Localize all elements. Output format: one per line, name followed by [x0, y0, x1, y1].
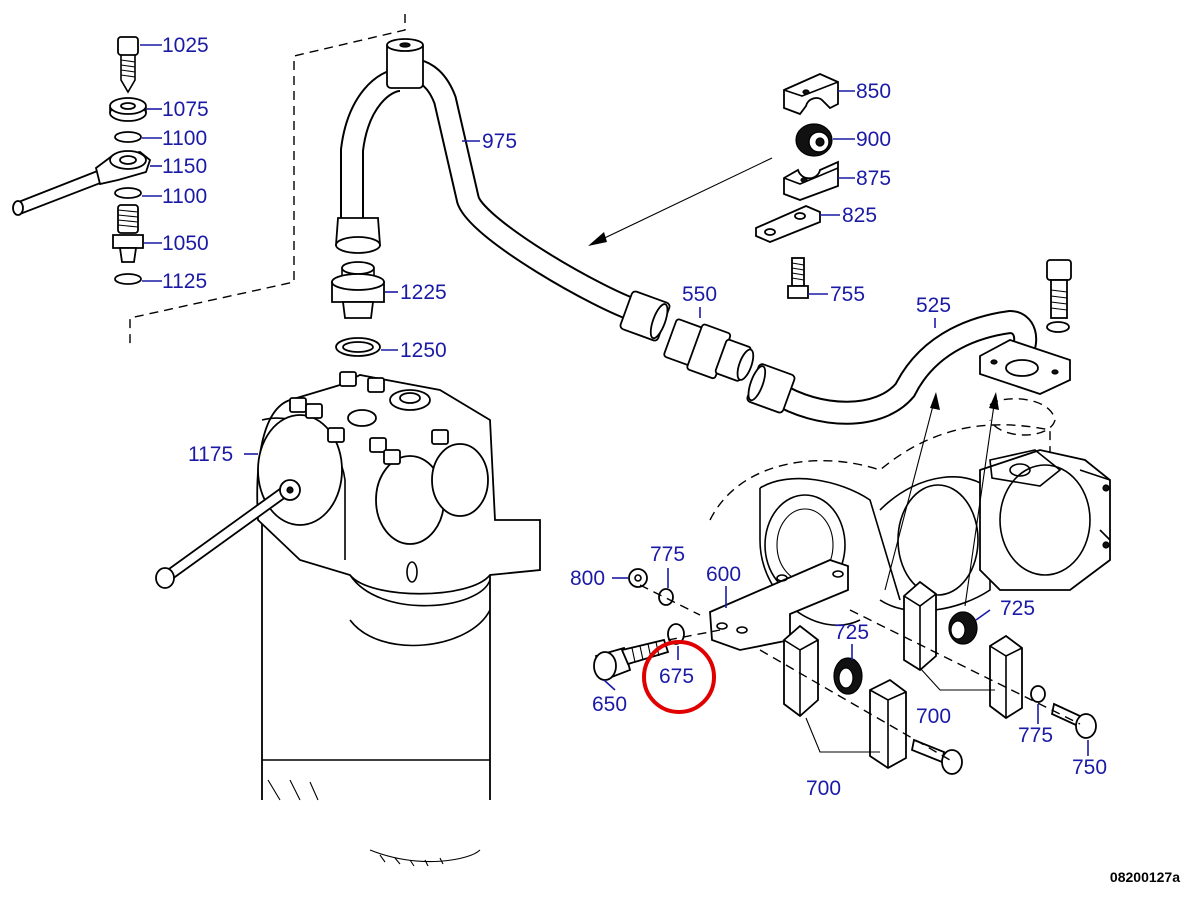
bracket-600-drawing	[709, 559, 849, 651]
fitting-550-drawing	[663, 318, 755, 382]
direction-arrows-525	[884, 392, 999, 607]
filter-1175-drawing	[155, 371, 541, 867]
label-700-b[interactable]: 700	[806, 777, 842, 800]
label-875[interactable]: 875	[856, 167, 892, 190]
label-1250[interactable]: 1250	[400, 339, 447, 362]
grommet-725-right-drawing	[948, 611, 978, 645]
bolt-750-right-drawing	[1050, 702, 1097, 739]
label-1150[interactable]: 1150	[162, 155, 208, 178]
adapter-1225-drawing	[331, 261, 385, 319]
plate-825-drawing	[755, 205, 821, 243]
label-700-a[interactable]: 700	[916, 705, 952, 728]
bolt-650-drawing	[593, 638, 670, 682]
washer-1100-b-drawing	[114, 187, 142, 199]
label-1175[interactable]: 1175	[188, 443, 234, 466]
screw-755-drawing	[787, 257, 809, 299]
label-550[interactable]: 550	[682, 283, 718, 306]
clamp-700-right-drawing	[903, 580, 1023, 720]
label-1225[interactable]: 1225	[400, 281, 447, 304]
highlight-circle-675	[642, 640, 716, 714]
label-775-b[interactable]: 775	[1018, 724, 1054, 747]
adapter-1050-drawing	[112, 204, 144, 263]
bolt-1025-drawing	[117, 36, 139, 94]
label-755[interactable]: 755	[830, 283, 866, 306]
washer-775-a-drawing	[658, 588, 674, 606]
label-525[interactable]: 525	[916, 294, 952, 317]
bolt-750-left-drawing	[910, 738, 963, 775]
label-850[interactable]: 850	[856, 80, 892, 103]
label-1100-b[interactable]: 1100	[162, 185, 208, 208]
nut-1075-drawing	[109, 97, 147, 122]
label-900[interactable]: 900	[856, 128, 892, 151]
washer-775-b-drawing	[1030, 685, 1046, 703]
pipe-525-drawing	[746, 259, 1072, 425]
label-750[interactable]: 750	[1072, 756, 1108, 779]
clamp-stack	[755, 73, 839, 299]
reference-code: 08200127a	[1109, 869, 1180, 885]
seal-1250-drawing	[335, 337, 381, 357]
label-825[interactable]: 825	[842, 204, 878, 227]
label-775-a[interactable]: 775	[650, 543, 686, 566]
washer-1125-drawing	[114, 273, 142, 285]
leader-lines	[140, 44, 1089, 756]
washer-1100-a-drawing	[114, 131, 142, 143]
grommet-900-drawing	[795, 123, 833, 157]
label-1025[interactable]: 1025	[162, 34, 209, 57]
label-725-b[interactable]: 725	[1000, 597, 1036, 620]
clamp-875-drawing	[783, 160, 839, 201]
lower-dashed-lines	[639, 584, 1081, 761]
direction-arrow-975	[588, 157, 773, 246]
banjo-1150-drawing	[12, 150, 152, 216]
label-800[interactable]: 800	[570, 567, 606, 590]
clamp-850-drawing	[783, 73, 839, 116]
pipe-975-drawing	[335, 38, 671, 342]
label-650[interactable]: 650	[592, 693, 628, 716]
label-725-a[interactable]: 725	[834, 621, 870, 644]
grommet-725-left-drawing	[833, 657, 863, 695]
label-1125[interactable]: 1125	[162, 270, 208, 293]
label-675[interactable]: 675	[659, 665, 695, 688]
label-975[interactable]: 975	[482, 130, 518, 153]
banjo-fitting-stack	[12, 36, 152, 285]
label-1050[interactable]: 1050	[162, 232, 209, 255]
label-1075[interactable]: 1075	[162, 98, 209, 121]
clamp-700-left-drawing	[783, 624, 907, 770]
assembly-dashed-lines	[129, 14, 406, 345]
label-600[interactable]: 600	[706, 563, 742, 586]
nut-800-drawing	[628, 568, 648, 588]
label-1100-a[interactable]: 1100	[162, 127, 208, 150]
